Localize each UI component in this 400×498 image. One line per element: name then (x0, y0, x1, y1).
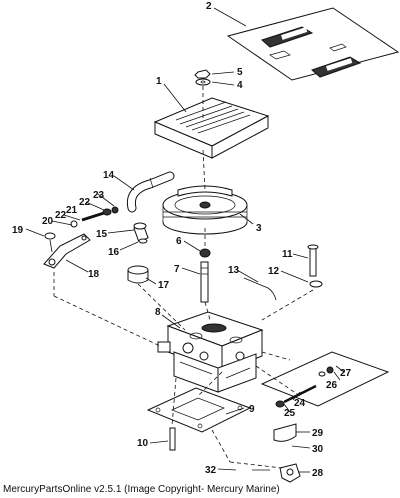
callout-30: 30 (312, 444, 324, 455)
assembly-lines (53, 86, 314, 469)
inset-box (260, 351, 390, 408)
callout-10: 10 (137, 438, 149, 449)
vent-hose (126, 171, 175, 213)
callout-5: 5 (237, 67, 243, 78)
callout-17: 17 (158, 280, 170, 291)
callout-4: 4 (237, 80, 243, 91)
callout-9: 9 (249, 404, 255, 415)
callout-24: 24 (294, 398, 306, 409)
callout-32: 32 (205, 465, 217, 476)
choke-wire (243, 277, 277, 301)
callout-19: 19 (12, 225, 24, 236)
carburetor-gasket (146, 387, 252, 433)
callout-16: 16 (108, 247, 120, 258)
callout-23: 23 (93, 190, 105, 201)
long-stud (200, 261, 209, 303)
callout-6: 6 (176, 236, 182, 247)
mounting-stud (169, 427, 176, 451)
stud-nut (199, 248, 211, 258)
flame-arrestor-cover (153, 97, 270, 159)
image-credit: MercuryPartsOnline v2.5.1 (Image Copyrig… (3, 484, 280, 495)
callout-12: 12 (268, 266, 280, 277)
callout-1: 1 (156, 76, 162, 87)
bolt-washer (307, 244, 323, 288)
callout-18: 18 (88, 269, 100, 280)
callout-20: 20 (42, 216, 54, 227)
callout-8: 8 (155, 307, 161, 318)
callout-29: 29 (312, 428, 324, 439)
callout-13: 13 (228, 265, 240, 276)
carburetor (157, 311, 264, 393)
callout-labels: 2 1 5 4 14 23 22 21 22 20 19 15 16 3 6 1… (12, 1, 352, 479)
callout-22-top: 22 (79, 197, 91, 208)
stud-washer (44, 232, 56, 253)
leader-lines (25, 7, 345, 473)
callout-11: 11 (282, 249, 293, 260)
callout-15: 15 (96, 229, 108, 240)
callout-27: 27 (340, 368, 352, 379)
callout-2: 2 (206, 1, 212, 12)
grommet (127, 265, 149, 284)
callout-14: 14 (103, 170, 115, 181)
callout-21: 21 (66, 205, 78, 216)
throttle-bracket (43, 233, 91, 269)
callout-28: 28 (312, 468, 324, 479)
callout-7: 7 (174, 264, 180, 275)
flame-arrestor (162, 185, 248, 235)
hose-fitting (133, 222, 149, 244)
callout-25: 25 (284, 408, 296, 419)
choke-bracket (252, 463, 301, 483)
callout-3: 3 (256, 223, 262, 234)
cover-nut-washer (194, 69, 211, 86)
callout-22-bottom: 22 (55, 210, 67, 221)
decal-sheet (226, 7, 400, 81)
clip (273, 423, 297, 442)
throttle-hardware (70, 206, 119, 228)
callout-26: 26 (326, 380, 338, 391)
